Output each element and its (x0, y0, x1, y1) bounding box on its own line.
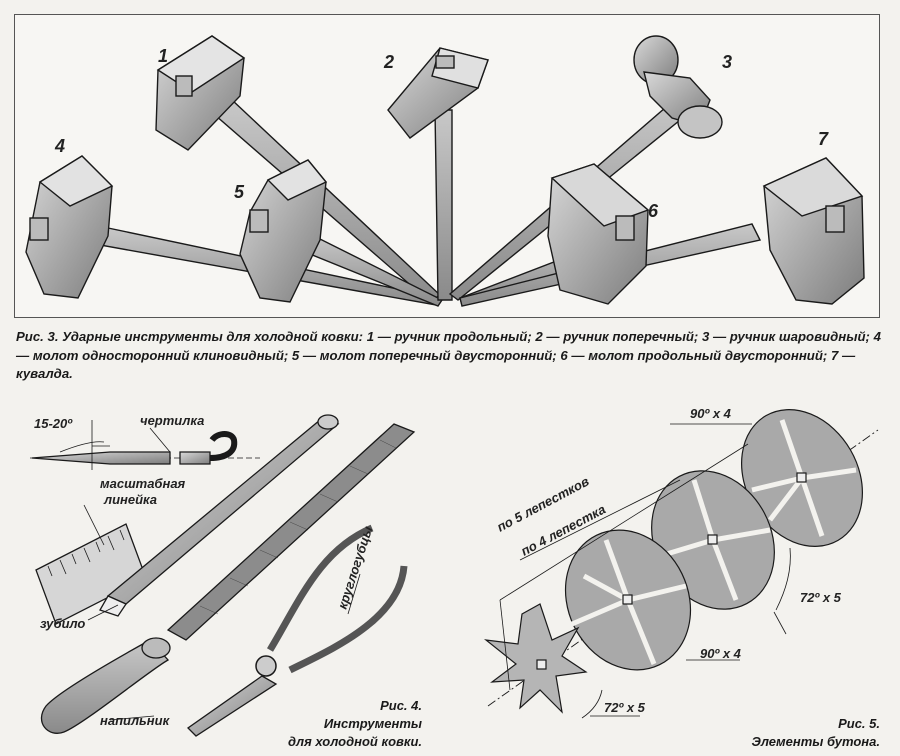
figure-4-caption-line3: для холодной ковки. (288, 734, 422, 749)
file (40, 423, 416, 734)
scriber (30, 420, 260, 470)
hammer-6-label: 6 (648, 201, 659, 221)
scriber-label: чертилка (140, 413, 204, 428)
figure-3-caption: Рис. 3. Ударные инструменты для холодной… (16, 329, 881, 381)
ruler-label-line1: масштабная (100, 476, 186, 491)
figure-4-tools (30, 414, 416, 737)
hammer-4-label: 4 (54, 136, 65, 156)
petal-disc-1 (741, 409, 863, 547)
figure-3-hammers (25, 35, 865, 307)
hammer-numbers: 1 2 3 4 5 6 7 (54, 46, 829, 221)
figure-5-caption-line1: Рис. 5. (838, 716, 880, 731)
hammer-1 (155, 35, 246, 151)
angle-label: 15-20º (34, 416, 73, 431)
figure-4-caption-line1: Рис. 4. (380, 698, 422, 713)
figure-4-caption-line2: Инструменты (323, 716, 422, 731)
angle-bottom-label: 72º х 5 (604, 700, 646, 715)
hammer-4 (25, 155, 114, 299)
hammer-5 (239, 159, 328, 303)
chisel-label: зубило (40, 616, 85, 631)
hammer-2-label: 2 (383, 52, 394, 72)
star-sepal (483, 603, 588, 714)
dimension-lines (499, 423, 791, 719)
figure-4-caption: Рис. 4. Инструменты для холодной ковки. (250, 697, 422, 751)
hammer-5-label: 5 (234, 182, 245, 202)
round-nose-pliers (186, 524, 408, 737)
angle-top-label: 90º х 4 (690, 406, 732, 421)
hammer-7 (762, 157, 865, 305)
hammer-3 (633, 35, 723, 139)
hammer-1-label: 1 (158, 46, 168, 66)
leader-lines (87, 427, 361, 721)
hammer-6 (547, 163, 650, 305)
petal-disc-3 (564, 529, 692, 671)
chisel (99, 414, 340, 617)
hammer-3-label: 3 (722, 52, 732, 72)
scale-ruler (35, 504, 147, 625)
ruler-label-line2: линейка (103, 492, 157, 507)
hammer-7-label: 7 (818, 129, 829, 149)
figure-5-caption: Рис. 5. Элементы бутона. (700, 715, 880, 751)
hammer-2 (387, 47, 489, 139)
angle-right-label: 72º х 5 (800, 590, 842, 605)
angle-mid-label: 90º х 4 (700, 646, 742, 661)
figure-5-caption-line2: Элементы бутона. (751, 734, 880, 749)
file-label: напильник (100, 713, 171, 728)
figure-5-bud (483, 409, 879, 719)
